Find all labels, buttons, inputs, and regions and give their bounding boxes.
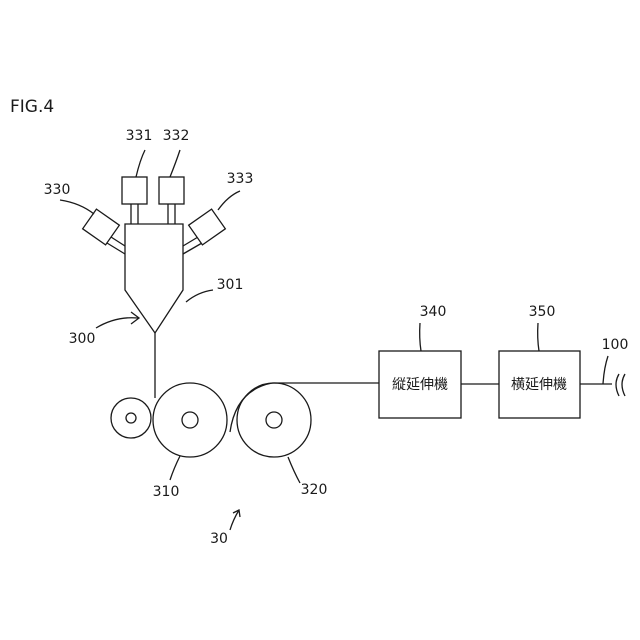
longitudinal-stretcher-text: 縦延伸機 (392, 377, 448, 393)
label-300: 300 (69, 331, 96, 347)
label-330: 330 (44, 182, 71, 198)
label-340: 340 (420, 304, 447, 320)
label-331: 331 (126, 128, 153, 144)
break-mark (616, 374, 625, 396)
transverse-stretcher-text: 横延伸機 (511, 377, 567, 393)
label-332: 332 (163, 128, 190, 144)
label-333: 333 (227, 171, 254, 187)
feed-pipes-top (131, 204, 175, 224)
label-100: 100 (602, 337, 629, 353)
nip-roll-axle (126, 413, 136, 423)
feeder-331 (122, 177, 147, 204)
arrow-30 (230, 510, 240, 530)
cooling-roll-axle (266, 412, 282, 428)
label-320: 320 (301, 482, 328, 498)
die-body (125, 224, 183, 333)
label-310: 310 (153, 484, 180, 500)
label-301: 301 (217, 277, 244, 293)
cast-roll-axle (182, 412, 198, 428)
label-350: 350 (529, 304, 556, 320)
feeder-332 (159, 177, 184, 204)
figure-title: FIG.4 (10, 97, 54, 117)
label-30: 30 (210, 531, 228, 547)
